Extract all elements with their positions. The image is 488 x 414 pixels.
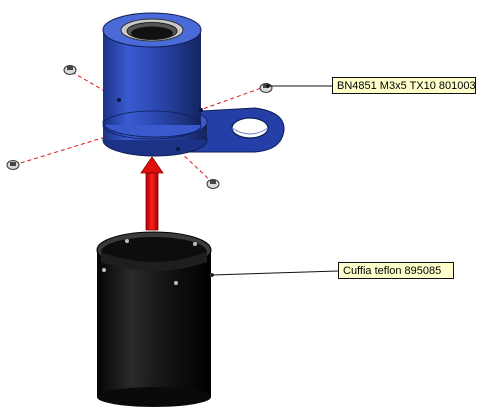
screw-right [259, 83, 273, 93]
assembly-direction-arrow [140, 156, 164, 231]
screw-left-bottom [6, 160, 20, 170]
leader-dot-sleeve [210, 273, 214, 277]
screw-part-callout: BN4851 M3x5 TX10 801003 [332, 77, 476, 94]
sleeve-part-callout: Cuffia teflon 895085 [338, 262, 454, 279]
screw-axis-lines [13, 71, 268, 184]
screw-front [206, 179, 220, 189]
callout-leaders [211, 85, 339, 276]
leader-dot-screw [266, 84, 270, 88]
screw-left-top [63, 65, 77, 75]
black-sleeve [96, 231, 214, 407]
blue-bearing-housing [102, 12, 285, 157]
